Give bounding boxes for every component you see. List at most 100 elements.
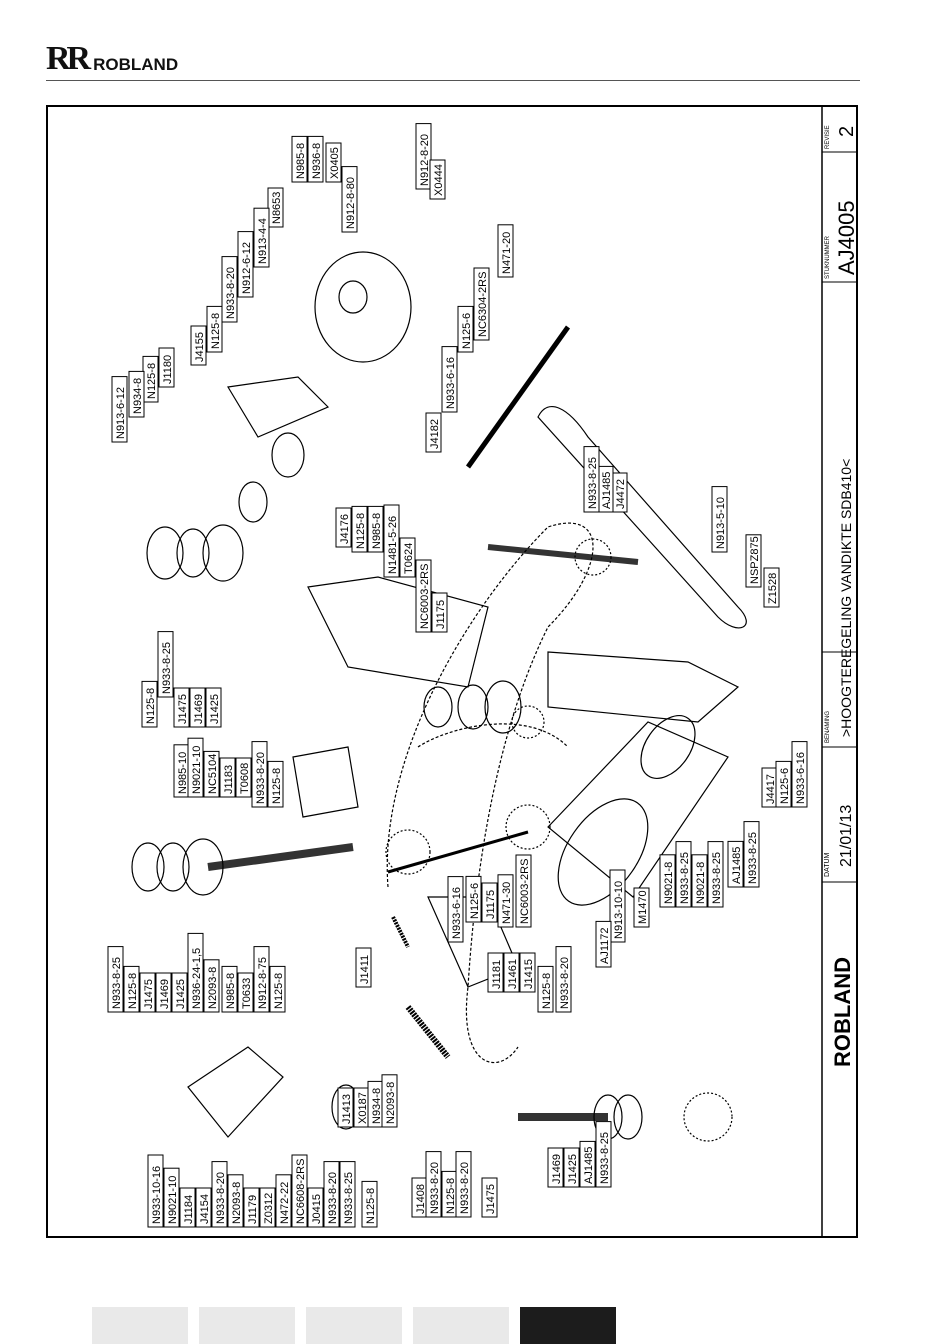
part-number-text: N471-30 [501,882,513,924]
part-label: NC6304-2RS [473,267,490,341]
part-number-text: N933-8-25 [161,642,173,694]
part-label: NC6003-2RS [515,854,532,928]
part-number-text: N936-8 [311,143,323,179]
part-label-box [187,932,204,1013]
part-number-text: N125-8 [445,1178,457,1214]
part-number-text: X0405 [329,147,341,179]
part-number-text: J1475 [177,694,189,724]
part-label: J1475 [139,972,156,1013]
part-label-box [429,159,446,200]
part-label: J1413 [337,1087,354,1128]
part-label-box [555,946,572,1013]
part-number-text: AJ1485 [583,1147,595,1184]
part-number-text: N912-8-20 [419,134,431,186]
part-label-box [267,187,284,228]
part-label-box [235,757,252,798]
footer-tab-2[interactable] [199,1307,295,1344]
part-number-text: N2093-8 [207,967,219,1009]
part-label: N125-8 [267,760,284,808]
part-number-text: N933-8-20 [429,1162,441,1214]
part-label-box [691,854,708,908]
part-number-text: NSPZ875 [749,536,761,584]
part-number-text: N933-8-25 [747,832,759,884]
part-number-text: J1183 [223,765,235,794]
part-label-box [291,135,308,183]
part-label-box [203,750,220,798]
logo-mark-icon: RR [46,40,91,77]
header-divider [46,80,860,81]
part-label-box [205,687,222,728]
part-label-box [157,631,174,698]
part-label-box [745,534,762,588]
part-label-box [675,841,692,908]
part-label-box [189,687,206,728]
part-label: J1469 [155,972,172,1013]
part-label: N125-6 [775,760,792,808]
part-number-text: J4182 [429,419,441,449]
part-label: J1175 [481,882,498,923]
part-label: J4155 [190,325,207,366]
part-label: N936-24-1,5 [187,932,204,1013]
part-number-text: N933-8-25 [111,957,123,1009]
footer-tab-3[interactable] [306,1307,402,1344]
footer-tab-5-active[interactable] [520,1307,616,1344]
part-number-text: N9021-10 [167,1176,179,1224]
part-number-text: N472-22 [279,1182,291,1224]
part-label: J1184 [179,1187,196,1228]
part-label-box [425,1151,442,1218]
part-number-text: N125-8 [355,513,367,549]
part-label-box [325,142,342,183]
part-number-text: N933-8-25 [711,852,723,904]
part-label: AJ1485 [597,465,614,513]
part-label-box [633,887,650,928]
footer-tab-1[interactable] [92,1307,188,1344]
part-label: N125-8 [142,355,159,403]
part-label: N125-8 [537,965,554,1013]
part-number-text: N913-4-4 [257,218,269,264]
part-label: X0405 [325,142,342,183]
part-label-box [206,305,223,353]
part-label-box [211,1161,228,1228]
part-number-text: N125-8 [541,973,553,1009]
part-label-box [425,412,442,453]
part-number-text: N985-8 [225,973,237,1009]
part-number-text: N985-8 [295,143,307,179]
part-number-text: J4154 [199,1194,211,1224]
part-label: T0624 [399,537,416,578]
part-number-text: J0415 [311,1194,323,1224]
part-label-box [519,952,536,993]
part-number-text: N933-8-20 [215,1172,227,1224]
part-number-text: N125-6 [461,313,473,349]
titleblock-datum-label: DATUM [824,852,831,877]
titleblock-benaming-label: BENAMING [825,711,831,743]
part-number-text: AJ1485 [601,472,613,509]
part-label: N934-8 [128,370,145,418]
part-label-box [361,1180,378,1228]
part-label-box [399,537,416,578]
part-number-text: J1180 [162,355,174,384]
part-label-box [595,1121,612,1188]
titleblock-stuknummer-value: AJ4005 [834,200,856,275]
part-number-text: N912-6-12 [241,242,253,294]
part-label: J1415 [519,952,536,993]
part-label: T0608 [235,757,252,798]
part-number-text: N936-24-1,5 [191,948,203,1009]
part-number-text: J4176 [339,514,351,544]
part-label-box [763,567,780,608]
part-label: N2093-8 [381,1074,398,1128]
part-label: N933-8-25 [675,841,692,908]
part-number-text: N9021-8 [695,862,707,904]
titleblock-revisie-value: 2 [836,126,856,137]
footer-tab-4[interactable] [413,1307,509,1344]
part-label: N936-8 [307,135,324,183]
part-label: J1469 [189,687,206,728]
part-number-text: J1179 [247,1195,259,1224]
part-label: J1180 [158,347,175,388]
part-label: N125-8 [351,505,368,553]
part-label: AJ1485 [579,1140,596,1188]
part-number-text: N8653 [271,192,283,224]
part-label: N933-8-25 [743,821,760,888]
part-label: J1461 [503,952,520,993]
part-number-text: J1425 [209,694,221,724]
part-number-text: J4155 [194,332,206,362]
